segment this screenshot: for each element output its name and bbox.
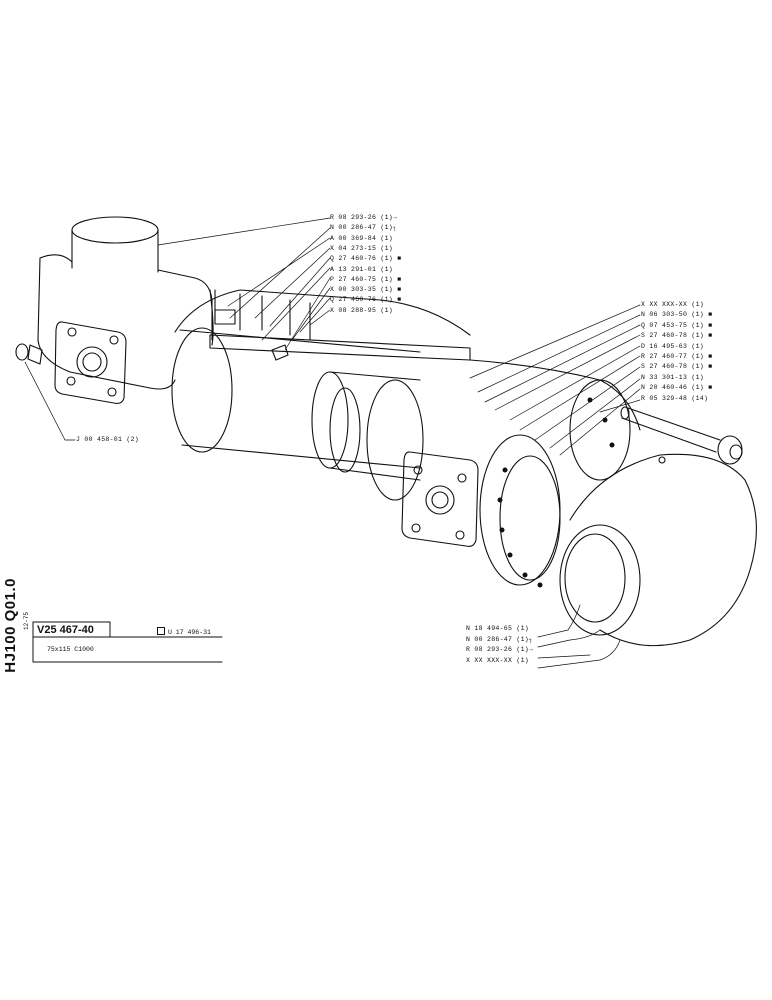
top-callout: N 00 286-47 (1)┐ [330, 224, 397, 232]
square-marker-icon: ■ [393, 296, 402, 304]
plug-fitting [27, 344, 43, 365]
callout-text: P 27 460-75 (1) [330, 275, 394, 283]
top-callout: P 27 460-75 (1) ■ [330, 276, 401, 284]
square-marker-icon: ■ [704, 311, 713, 319]
barrel-end [171, 327, 233, 453]
rod-eye [569, 453, 757, 647]
callout-text: R 08 293-26 (1) [466, 646, 530, 653]
top-callout: X 04 273-15 (1) [330, 245, 393, 253]
callout-text: Q 27 460-76 (1) [330, 296, 394, 304]
callout-text: N 33 301-13 (1) [641, 373, 705, 381]
reference-text: U 17 496-31 [168, 629, 211, 636]
callout-text: N 06 303-50 (1) [641, 311, 705, 319]
callout-text: X 00 303-35 (1) [330, 286, 394, 294]
top-callout: Q 27 460-76 (1) ■ [330, 255, 401, 263]
top-callout: X 00 303-35 (1) ■ [330, 286, 401, 294]
bracket-marker-icon: ┐ [529, 635, 534, 643]
square-marker-icon: ■ [393, 286, 402, 294]
callout-text: Q 07 453-75 (1) [641, 321, 705, 329]
right-callout: Q 07 453-75 (1) ■ [641, 322, 712, 330]
port-pipe-top [71, 216, 159, 244]
callout-text: J 00 458-01 (2) [76, 436, 140, 443]
square-icon [157, 627, 165, 635]
bottom-callout: N 00 286-47 (1)┐ [466, 636, 533, 644]
side-drawing-code: HJ100 Q01.0 [2, 578, 19, 673]
port-pipe [71, 229, 159, 273]
title-block-lines [32, 621, 223, 663]
callout-text: X 04 273-15 (1) [330, 244, 394, 252]
bottom-callout: N 18 494-65 (1) [466, 625, 529, 633]
right-callout: R 05 329-48 (14) [641, 395, 708, 403]
callout-text: X XX XXX-XX (1) [641, 301, 705, 308]
square-marker-icon: ■ [393, 255, 402, 263]
top-callout: X 08 288-95 (1) [330, 307, 393, 315]
bracket-marker-icon: ┐ [393, 224, 398, 232]
callout-text: X 08 288-95 (1) [330, 306, 394, 314]
top-callout: Q 27 460-76 (1) ■ [330, 296, 401, 304]
right-callout: D 16 495-63 (1) [641, 343, 704, 351]
callout-text: S 27 460-78 (1) [641, 332, 705, 340]
callout-text: N 00 286-47 (1) [330, 224, 394, 232]
cutaway [209, 334, 471, 361]
callout-text: R 05 329-48 (14) [641, 394, 709, 402]
right-callout: N 20 460-46 (1) ■ [641, 384, 712, 392]
square-marker-icon: ■ [393, 275, 402, 283]
callout-text: N 18 494-65 (1) [466, 625, 530, 632]
callout-text: A 00 369-84 (1) [330, 234, 394, 242]
callout-text: Q 27 460-76 (1) [330, 255, 394, 263]
barrel-body [179, 329, 421, 469]
callout-text: N 00 286-47 (1) [466, 635, 530, 643]
top-callout: A 00 369-84 (1) [330, 235, 393, 243]
end-ring [479, 434, 561, 586]
square-marker-icon: ■ [704, 353, 713, 360]
reference-number: U 17 496-31 [157, 627, 211, 636]
drawing-number: V25 467-40 [37, 624, 94, 636]
right-callout: N 33 301-13 (1) [641, 374, 704, 382]
callout-text: N 20 460-46 (1) [641, 384, 705, 392]
square-marker-icon: ■ [704, 363, 713, 371]
square-marker-icon: ■ [704, 384, 713, 392]
left-callout: J 00 458-01 (2) [76, 436, 139, 444]
top-callout: A 13 291-01 (1) [330, 266, 393, 274]
square-marker-icon: ■ [704, 321, 713, 329]
callout-text: D 16 495-63 (1) [641, 342, 705, 350]
left-flange [54, 321, 127, 404]
side-date: 12-75 [23, 612, 30, 631]
callout-text: A 13 291-01 (1) [330, 265, 394, 273]
long-bolt [621, 407, 721, 453]
right-callout: S 27 460-78 (1) ■ [641, 332, 712, 340]
right-callout: X XX XXX-XX (1) [641, 301, 704, 309]
callout-text: R 08 293-26 (1) [330, 214, 394, 221]
arrow-marker-icon: → [529, 646, 534, 653]
top-callout: R 08 293-26 (1)→ [330, 214, 397, 222]
right-callout: N 06 303-50 (1) ■ [641, 311, 712, 319]
callout-text: X XX XXX-XX (1) [466, 656, 530, 664]
callout-text: R 27 460-77 (1) [641, 353, 705, 360]
callout-text: S 27 460-78 (1) [641, 363, 705, 371]
arrow-marker-icon: → [393, 214, 398, 221]
right-callout: R 27 460-77 (1) ■ [641, 353, 712, 361]
bottom-callout: R 08 293-26 (1)→ [466, 646, 533, 654]
bottom-callout: X XX XXX-XX (1) [466, 657, 529, 665]
right-callout: S 27 460-78 (1) ■ [641, 363, 712, 371]
right-flange [401, 451, 479, 547]
drawing-description: 75x115 C1000 [47, 646, 94, 653]
square-marker-icon: ■ [704, 332, 713, 340]
